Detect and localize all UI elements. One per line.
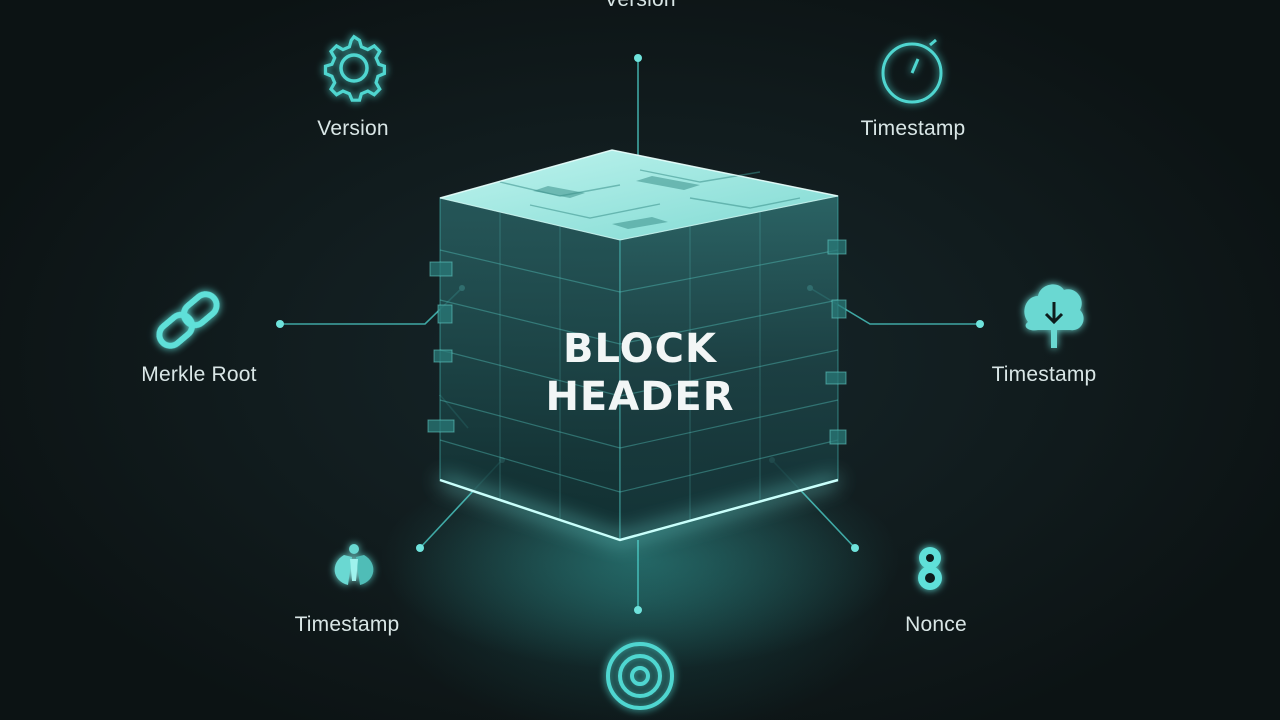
label-underlines <box>90 17 1180 644</box>
node-label-bottom-right: Nonce <box>905 613 967 636</box>
node-label-top-left: Version <box>317 117 389 140</box>
node-label-bottom-left: Timestamp <box>294 613 400 636</box>
block-header-title-line1: BLOCK <box>563 326 717 372</box>
target-icon <box>606 642 674 710</box>
tree-download-icon <box>1024 284 1084 348</box>
block-header-title-line2: HEADER <box>545 374 735 420</box>
block-cube <box>427 149 847 544</box>
number-8-icon <box>918 547 942 590</box>
node-label-top: Version <box>604 0 675 12</box>
clock-icon <box>881 38 943 104</box>
node-label-mid-right: Timestamp <box>991 363 1097 386</box>
link-icon <box>156 291 220 349</box>
gear-icon <box>323 34 386 102</box>
node-label-mid-left: Merkle Root <box>141 363 257 386</box>
hourglass-icon <box>334 544 374 585</box>
node-label-top-right: Timestamp <box>860 117 966 140</box>
